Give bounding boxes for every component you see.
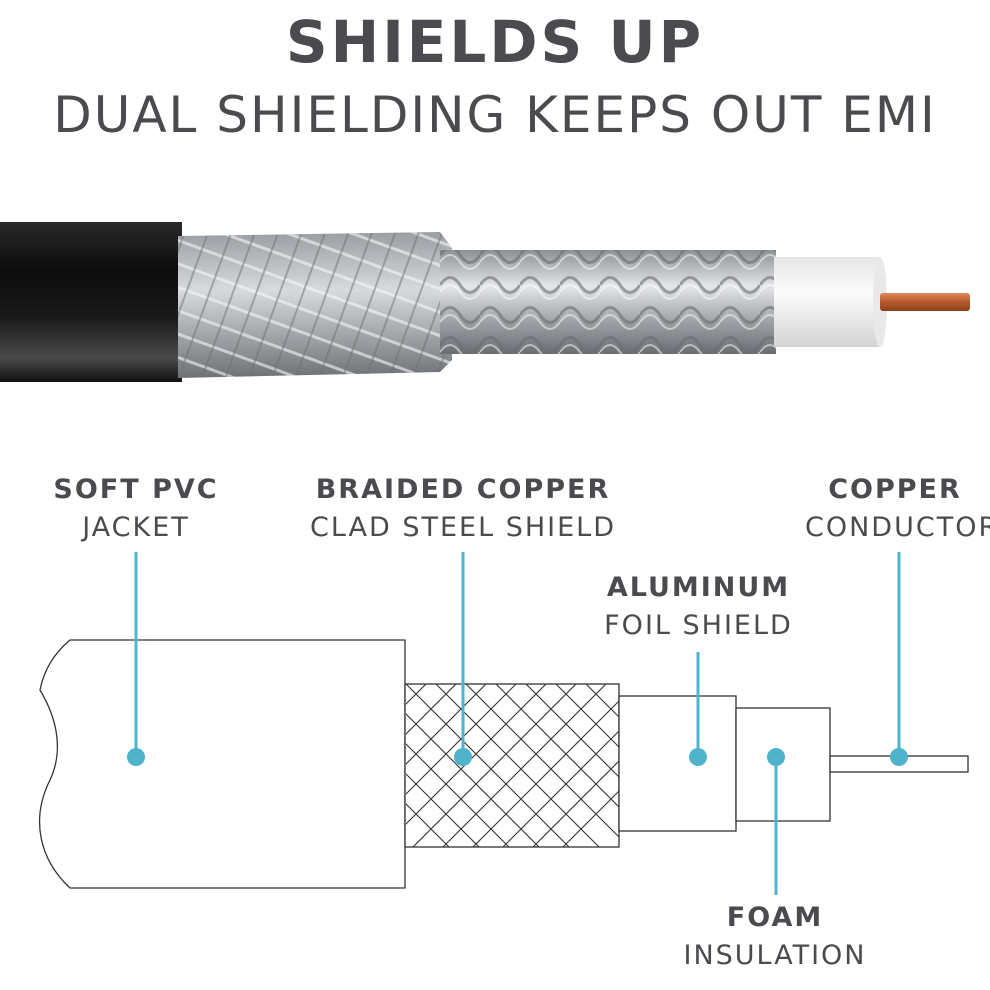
foam-label-name: FOAM — [726, 902, 824, 933]
braid-label-name: BRAIDED COPPER — [315, 474, 611, 505]
page-subtitle: DUAL SHIELDING KEEPS OUT EMI — [53, 86, 937, 144]
foil-callout-dot — [689, 748, 707, 766]
foil-label-desc: FOIL SHIELD — [604, 610, 793, 641]
foam-label: FOAM INSULATION — [680, 900, 870, 976]
jacket-label: SOFT PVC JACKET — [36, 472, 236, 548]
conductor-label-name: COPPER — [828, 474, 962, 505]
braid-callout-dot — [454, 748, 472, 766]
braid-label: BRAIDED COPPER CLAD STEEL SHIELD — [303, 472, 623, 548]
conductor-label-desc: CONDUCTOR — [805, 512, 990, 543]
page-title: SHIELDS UP — [285, 8, 705, 76]
diagram-braid — [404, 683, 620, 848]
cable-photo — [0, 222, 970, 382]
jacket-label-desc: JACKET — [82, 512, 190, 543]
foam-callout-dot — [767, 748, 785, 766]
photo-foam — [774, 257, 880, 347]
conductor-callout-dot — [890, 748, 908, 766]
diagram-jacket — [38, 639, 406, 889]
braid-label-desc: CLAD STEEL SHIELD — [309, 512, 617, 543]
diagram-foam — [735, 707, 831, 822]
braid-mesh — [406, 684, 619, 847]
diagram-conductor — [829, 755, 969, 773]
photo-jacket — [0, 222, 182, 382]
jacket-callout-dot — [127, 748, 145, 766]
conductor-label: COPPER CONDUCTOR — [805, 472, 990, 548]
foil-label: ALUMINUM FOIL SHIELD — [596, 570, 801, 646]
jacket-label-name: SOFT PVC — [53, 474, 219, 505]
foam-label-desc: INSULATION — [683, 940, 867, 971]
photo-copper — [880, 293, 970, 311]
foil-label-name: ALUMINUM — [606, 572, 791, 603]
diagram-foil — [618, 695, 737, 832]
